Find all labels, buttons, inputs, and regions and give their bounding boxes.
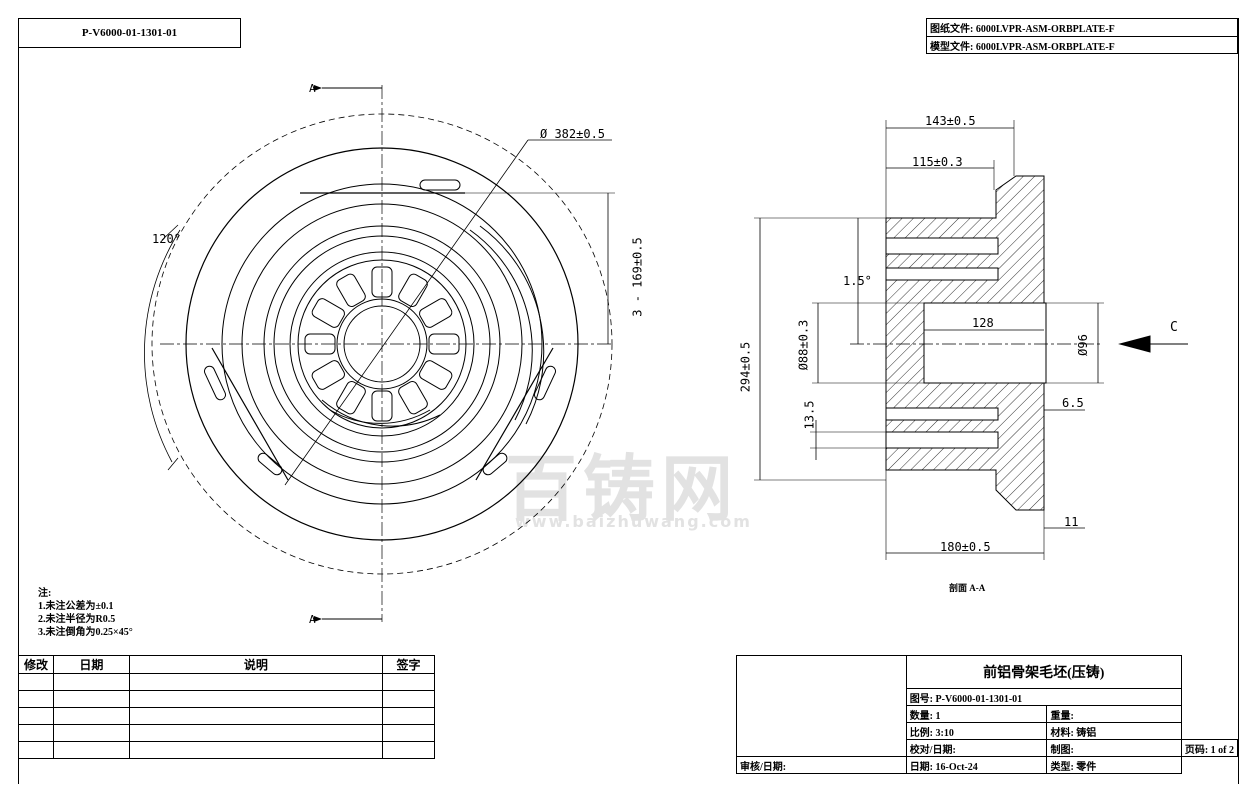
table-row — [18, 690, 435, 708]
revision-table: 修改 日期 说明 签字 — [18, 655, 435, 759]
dim-143: 143±0.5 — [925, 114, 976, 128]
rev-header-change: 修改 — [18, 655, 54, 674]
rev-header-signature: 签字 — [382, 655, 435, 674]
file-info-box: 图纸文件: 6000LVPR-ASM-ORBPLATE-F 模型文件: 6000… — [926, 18, 1238, 54]
view-arrow-label-c: C — [1170, 320, 1178, 335]
dim-13-5: 13.5 — [802, 400, 817, 430]
notes-block: 注: 1.未注公差为±0.1 2.未注半径为R0.5 3.未注倒角为0.25×4… — [38, 587, 133, 639]
rev-header-date: 日期 — [52, 655, 130, 674]
watermark-url: www.baizhuwang.com — [515, 512, 752, 531]
model-file-label: 模型文件: 6000LVPR-ASM-ORBPLATE-F — [930, 42, 1115, 53]
scale: 比例: 3:10 — [905, 722, 1048, 740]
part-type: 类型: 零件 — [1046, 756, 1182, 774]
table-row — [18, 707, 435, 725]
weight: 重量: — [1046, 705, 1182, 723]
drawn: 制图: — [1046, 739, 1182, 757]
dim-115: 115±0.3 — [912, 155, 963, 169]
frame-left — [18, 18, 19, 784]
drawing-file-label: 图纸文件: 6000LVPR-ASM-ORBPLATE-F — [930, 24, 1115, 35]
title-block: 前铝骨架毛坯(压铸) 图号: P-V6000-01-1301-01 数量: 1 … — [736, 655, 1239, 774]
dim-angle-120: 120° — [152, 232, 181, 246]
section-view — [754, 120, 1188, 560]
dim-294: 294±0.5 — [738, 341, 753, 393]
table-row — [18, 673, 435, 691]
dim-diameter-382: Ø 382±0.5 — [540, 127, 606, 141]
quantity: 数量: 1 — [905, 705, 1048, 723]
dim-128: 128 — [972, 316, 994, 330]
dim-88: Ø88±0.3 — [796, 319, 811, 371]
dim-180: 180±0.5 — [940, 540, 991, 554]
drawing-number-text: P-V6000-01-1301-01 — [81, 27, 178, 39]
dim-radius-slots: 3 - 169±0.5 — [630, 237, 645, 317]
table-row — [18, 724, 435, 742]
section-mark-top: A — [309, 82, 316, 95]
dim-11: 11 — [1064, 515, 1079, 529]
drawing-no: 图号: P-V6000-01-1301-01 — [905, 688, 1182, 706]
dim-6-5: 6.5 — [1062, 396, 1084, 410]
section-title: 剖面 A-A — [949, 583, 986, 593]
note-1: 1.未注公差为±0.1 — [38, 601, 114, 612]
part-name: 前铝骨架毛坯(压铸) — [905, 655, 1182, 689]
note-2: 2.未注半径为R0.5 — [38, 614, 116, 625]
front-view — [144, 85, 615, 622]
table-row — [18, 741, 435, 759]
approver: 审核/日期: — [736, 756, 907, 774]
notes-title: 注: — [38, 588, 52, 599]
page: 页码: 1 of 2 — [1180, 739, 1239, 757]
note-3: 3.未注倒角为0.25×45° — [38, 627, 133, 638]
checker: 校对/日期: — [905, 739, 1048, 757]
material: 材料: 铸铝 — [1046, 722, 1182, 740]
date: 日期: 16-Oct-24 — [905, 756, 1048, 774]
rev-header-description: 说明 — [128, 655, 384, 674]
watermark-text: 百铸网 — [505, 447, 740, 531]
dim-angle-1-5: 1.5° — [843, 274, 872, 288]
frame-right — [1238, 18, 1239, 784]
dim-96: Ø96 — [1075, 334, 1090, 356]
section-mark-bottom: A — [309, 613, 316, 626]
